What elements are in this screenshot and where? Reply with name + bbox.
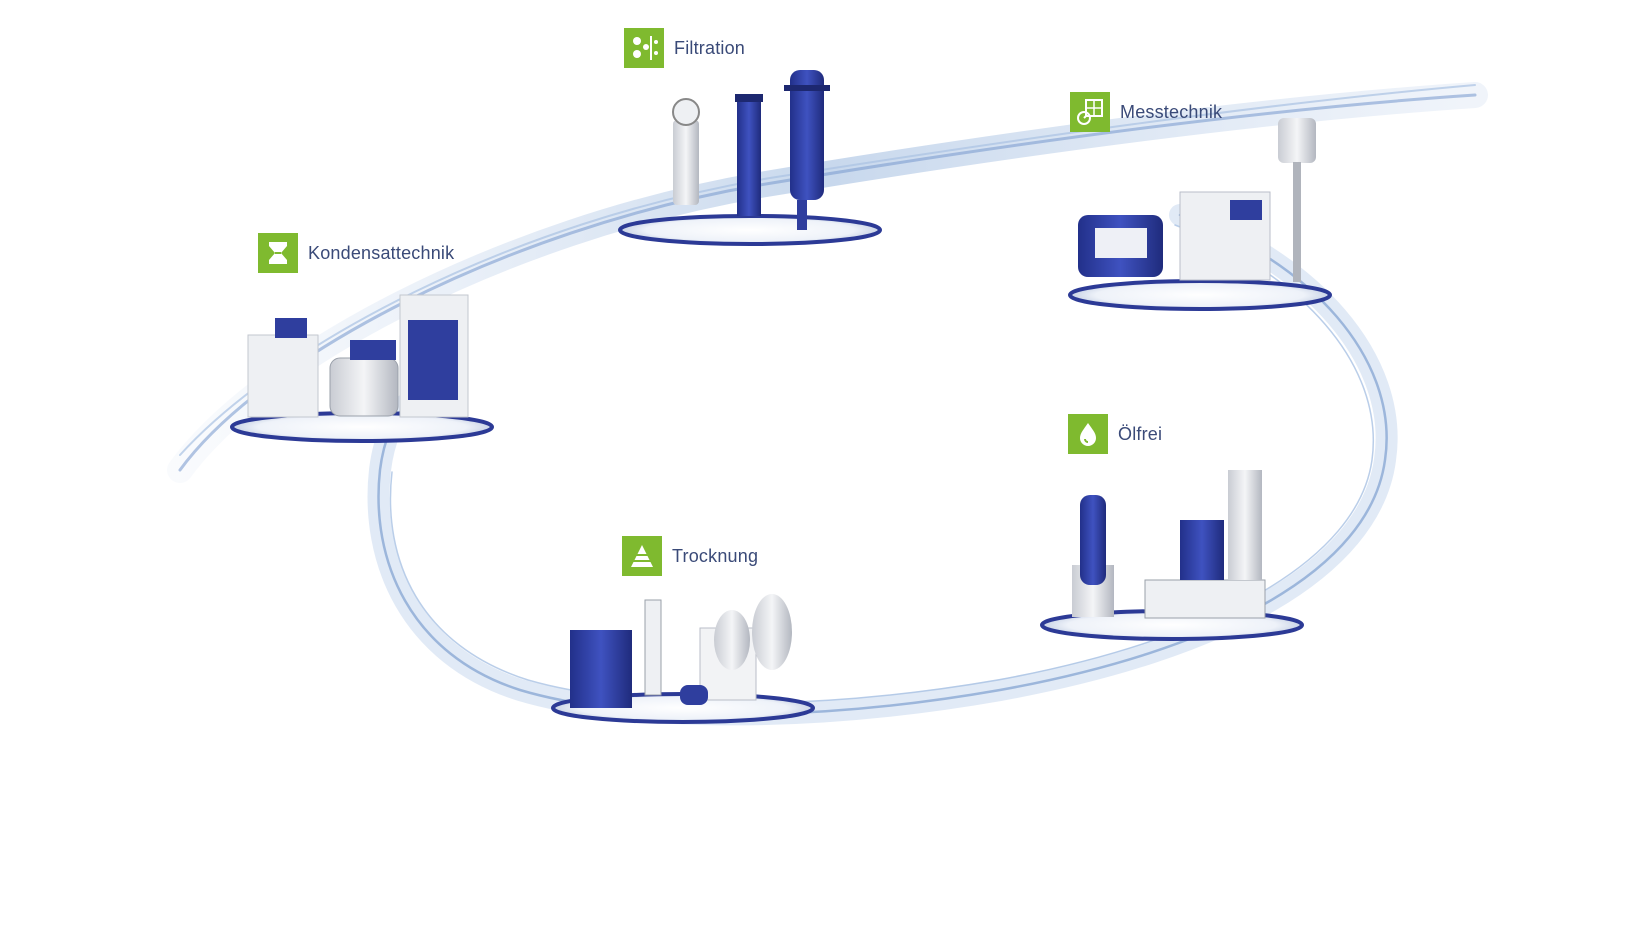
trocknung-products: [551, 594, 815, 724]
oelfrei-products: [1040, 470, 1304, 641]
category-label: Kondensattechnik: [308, 242, 455, 263]
category-filtration[interactable]: Filtration: [624, 28, 745, 68]
category-label: Ölfrei: [1118, 423, 1163, 444]
measurement-icon: [1070, 92, 1110, 132]
category-kondensattechnik[interactable]: Kondensattechnik: [258, 233, 454, 273]
category-trocknung[interactable]: Trocknung: [622, 536, 758, 576]
filtration-icon: [624, 28, 664, 68]
condensate-icon: [258, 233, 298, 273]
category-label: Messtechnik: [1120, 101, 1223, 122]
category-oelfrei[interactable]: Ölfrei: [1068, 414, 1162, 454]
category-messtechnik[interactable]: Messtechnik: [1070, 92, 1222, 132]
filtration-products: [618, 70, 882, 246]
messtechnik-products: [1068, 118, 1332, 311]
oil-drop-icon: [1068, 414, 1108, 454]
drying-icon: [622, 536, 662, 576]
category-label: Trocknung: [672, 545, 759, 566]
kondensattechnik-products: [230, 294, 494, 443]
category-label: Filtration: [674, 37, 746, 58]
